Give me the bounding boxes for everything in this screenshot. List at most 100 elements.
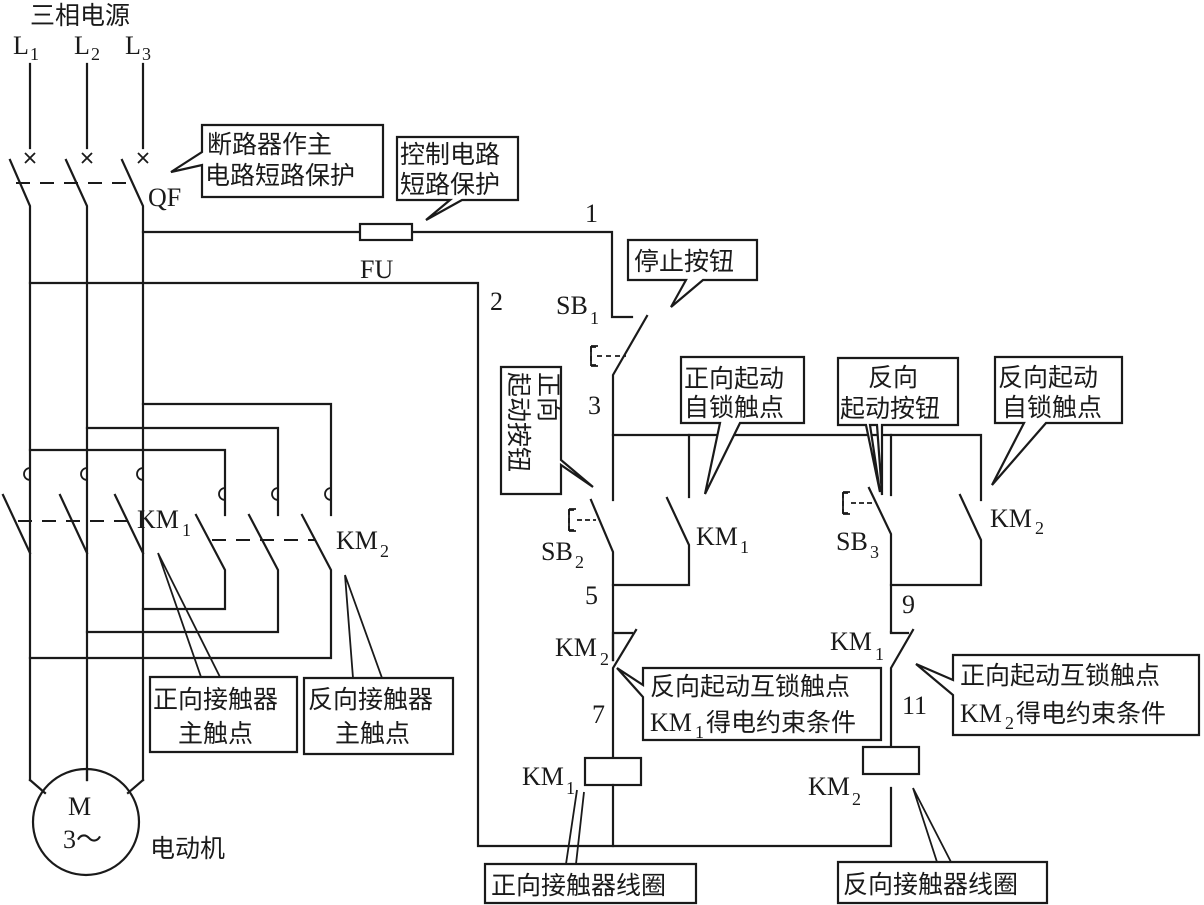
svg-text:SB: SB — [556, 291, 588, 320]
svg-text:SB: SB — [541, 537, 573, 566]
motor: M 3～ — [28, 767, 145, 877]
svg-text:3: 3 — [142, 44, 151, 64]
svg-text:2: 2 — [91, 44, 100, 64]
stop-button-callout: 停止按钮 — [626, 238, 759, 308]
svg-text:KM: KM — [137, 505, 179, 534]
node-5: 5 — [585, 581, 598, 610]
breaker-qf-symbol — [8, 158, 145, 782]
svg-text:反向起动互锁触点: 反向起动互锁触点 — [650, 672, 850, 701]
motor-symbol: M — [68, 792, 91, 821]
svg-text:得电约束条件: 得电约束条件 — [1016, 699, 1166, 728]
svg-text:断路器作主: 断路器作主 — [207, 130, 332, 159]
svg-text:1: 1 — [875, 644, 884, 664]
svg-text:正向接触器线圈: 正向接触器线圈 — [491, 871, 666, 900]
svg-text:停止按钮: 停止按钮 — [634, 247, 734, 276]
svg-text:自锁触点: 自锁触点 — [1002, 393, 1102, 422]
svg-text:控制电路: 控制电路 — [400, 140, 500, 169]
rev-coil-callout: 反向接触器线圈 — [836, 787, 1049, 905]
motor-label: 电动机 — [150, 834, 225, 863]
svg-text:2: 2 — [600, 649, 609, 669]
km1-coil — [583, 756, 643, 848]
svg-text:L: L — [125, 31, 141, 60]
control-wire-3 — [611, 433, 983, 502]
rev-main-callout: 反向接触器 主触点 — [302, 574, 455, 756]
fwd-start-button-sb2[interactable] — [568, 498, 615, 662]
power-source-title: 三相电源 — [30, 1, 130, 30]
svg-text:SB: SB — [836, 527, 868, 556]
svg-text:主触点: 主触点 — [335, 719, 410, 748]
km2-main-contacts — [28, 402, 333, 660]
fwd-main-callout: 正向接触器 主触点 — [148, 552, 299, 754]
svg-text:2: 2 — [1035, 518, 1044, 538]
svg-text:3: 3 — [870, 542, 879, 562]
km1-selflock-contact — [611, 433, 691, 587]
rev-selflock-callout: 反向起动 自锁触点 — [991, 355, 1124, 486]
svg-text:反向接触器线圈: 反向接触器线圈 — [843, 870, 1018, 899]
svg-text:KM: KM — [336, 526, 378, 555]
node-3: 3 — [588, 391, 601, 420]
svg-text:起动按钮: 起动按钮 — [840, 394, 940, 423]
km1-interlock-contact — [889, 628, 915, 747]
km1-main-contacts — [1, 467, 145, 555]
svg-text:KM: KM — [830, 627, 872, 656]
node-7: 7 — [592, 700, 605, 729]
node-11: 11 — [902, 691, 927, 720]
svg-text:2: 2 — [852, 789, 861, 809]
control-wire-1 — [141, 230, 634, 319]
control-wire-2 — [28, 281, 893, 848]
supply-lines — [24, 62, 149, 164]
motor-phase: 3～ — [63, 825, 102, 854]
svg-text:1: 1 — [30, 44, 39, 64]
svg-text:KM: KM — [650, 708, 692, 737]
rev-start-callout: 反向 起动按钮 — [836, 356, 960, 496]
svg-text:反向: 反向 — [868, 363, 918, 392]
km2-selflock-contact — [889, 493, 983, 587]
node-1: 1 — [585, 199, 598, 228]
rev-start-button-sb3[interactable] — [842, 433, 893, 634]
svg-text:正向起动互锁触点: 正向起动互锁触点 — [960, 661, 1160, 690]
km2-interlock-contact — [611, 628, 638, 760]
svg-text:2: 2 — [575, 552, 584, 572]
svg-text:2: 2 — [380, 541, 389, 561]
svg-text:KM: KM — [990, 504, 1032, 533]
svg-text:L: L — [74, 31, 90, 60]
km2-coil — [861, 745, 921, 776]
breaker-callout: 断路器作主 电路短路保护 — [170, 123, 385, 199]
fwd-interlock-callout: 正向起动互锁触点 KM 2 得电约束条件 — [915, 653, 1201, 737]
fwd-selflock-callout: 正向起动 自锁触点 — [679, 355, 806, 495]
svg-text:电路短路保护: 电路短路保护 — [205, 161, 355, 190]
svg-text:反向起动: 反向起动 — [998, 363, 1098, 392]
svg-text:反向接触器: 反向接触器 — [308, 685, 433, 714]
svg-text:1: 1 — [566, 778, 575, 798]
fwd-start-callout: 正向 起动按钮 起动按钮 — [499, 365, 594, 496]
svg-text:KM: KM — [696, 522, 738, 551]
svg-text:自锁触点: 自锁触点 — [684, 393, 784, 422]
node-9: 9 — [902, 590, 915, 619]
svg-text:正向接触器: 正向接触器 — [153, 685, 278, 714]
node-2: 2 — [490, 287, 503, 316]
svg-text:得电约束条件: 得电约束条件 — [706, 708, 856, 737]
svg-text:1: 1 — [590, 308, 599, 328]
svg-text:2: 2 — [1005, 713, 1014, 733]
svg-text:正向: 正向 — [534, 372, 563, 422]
fwd-coil-callout: 正向接触器线圈 — [483, 789, 698, 905]
svg-text:正向起动: 正向起动 — [684, 364, 784, 393]
fuse-fu — [358, 222, 414, 242]
svg-text:1: 1 — [695, 722, 704, 742]
svg-text:KM: KM — [960, 699, 1002, 728]
stop-button-sb1[interactable] — [590, 314, 649, 502]
svg-text:KM: KM — [522, 762, 564, 791]
